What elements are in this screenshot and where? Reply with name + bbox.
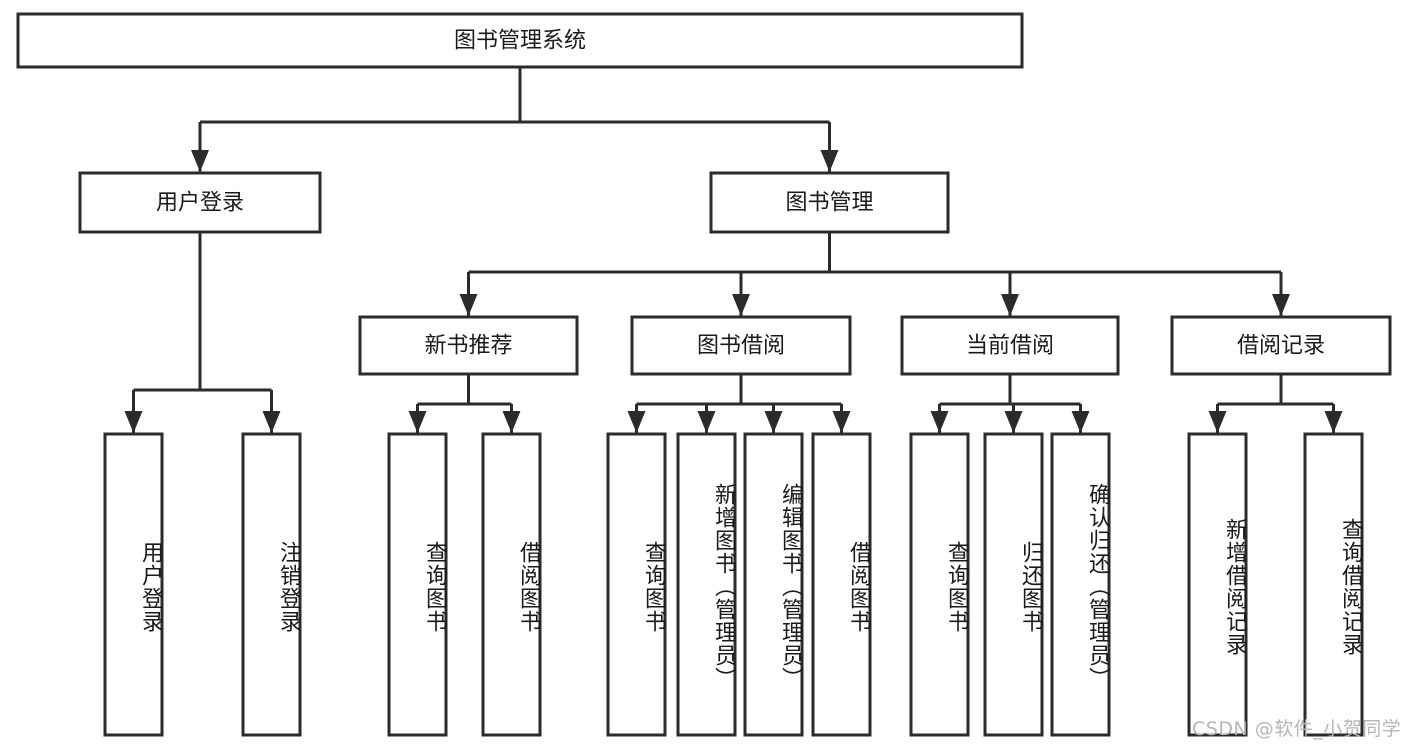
- node-box-user-login[interactable]: [78, 171, 322, 234]
- arrow-head-icon: [1071, 411, 1090, 433]
- arrow-head-icon: [502, 411, 521, 433]
- csdn-watermark: CSDN @软件_小贺同学: [1192, 718, 1402, 740]
- node-box-current-borrow[interactable]: [900, 315, 1120, 376]
- arrow-head-icon: [697, 411, 716, 433]
- node-label-current-borrow: 当前借阅: [966, 334, 1054, 359]
- arrow-head-icon: [1208, 411, 1227, 433]
- arrow-head-icon: [1272, 294, 1290, 316]
- arrow-head-icon: [930, 411, 949, 433]
- arrow-head-icon: [459, 294, 478, 316]
- arrow-head-icon: [191, 150, 209, 172]
- node-label-new-book-recommend: 新书推荐: [424, 334, 512, 359]
- arrow-head-icon: [124, 411, 143, 433]
- node-box-leaf-logout[interactable]: [241, 432, 302, 737]
- node-label-borrow-record: 借阅记录: [1237, 334, 1325, 359]
- arrow-head-icon: [1324, 411, 1343, 433]
- arrow-head-icon: [1001, 294, 1019, 316]
- arrow-head-icon: [1004, 411, 1023, 433]
- node-box-leaf-borrow-book[interactable]: [811, 432, 872, 737]
- arrow-head-icon: [832, 411, 851, 433]
- node-label-root: 图书管理系统: [454, 29, 586, 54]
- arrow-head-icon: [627, 411, 646, 433]
- arrow-head-icon: [262, 411, 281, 433]
- node-box-book-borrow[interactable]: [630, 315, 852, 376]
- node-box-leaf-borrow-book-rec[interactable]: [481, 432, 542, 737]
- node-box-borrow-record[interactable]: [1170, 315, 1392, 376]
- node-label-book-manage: 图书管理: [785, 191, 873, 216]
- node-box-leaf-query-borrow-record[interactable]: [1303, 432, 1364, 737]
- node-box-leaf-edit-book-admin[interactable]: [743, 432, 804, 737]
- node-label-book-borrow: 图书借阅: [697, 334, 785, 359]
- arrow-head-icon: [408, 411, 427, 433]
- node-boxes-group: [16, 12, 1392, 737]
- node-box-root[interactable]: [16, 12, 1024, 69]
- node-label-user-login: 用户登录: [156, 191, 244, 216]
- node-box-leaf-query-book-current[interactable]: [909, 432, 970, 737]
- node-box-leaf-confirm-return[interactable]: [1050, 432, 1111, 737]
- node-box-leaf-add-borrow-record[interactable]: [1187, 432, 1248, 737]
- arrow-head-icon: [764, 411, 783, 433]
- node-box-new-book-recommend[interactable]: [358, 315, 579, 376]
- node-box-leaf-query-book-rec[interactable]: [387, 432, 448, 737]
- arrow-head-icon: [732, 294, 750, 316]
- node-box-book-manage[interactable]: [709, 171, 950, 234]
- connector-lines-group: [124, 67, 1343, 433]
- node-box-leaf-add-book-admin[interactable]: [676, 432, 737, 737]
- node-box-leaf-user-login[interactable]: [103, 432, 164, 737]
- node-box-leaf-query-book-borrow[interactable]: [606, 432, 667, 737]
- arrow-head-icon: [820, 150, 839, 172]
- node-box-leaf-return-book[interactable]: [983, 432, 1044, 737]
